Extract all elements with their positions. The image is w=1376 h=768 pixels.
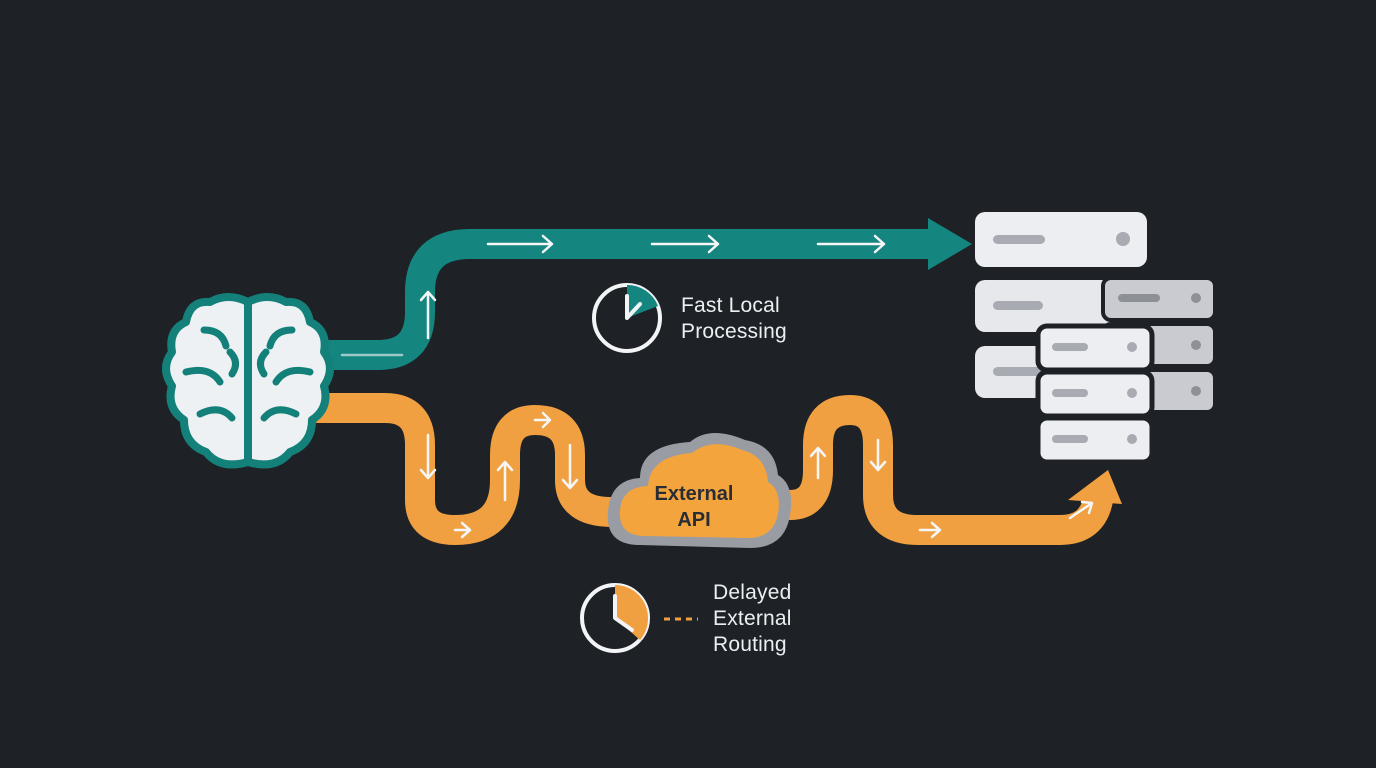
slow-label-line-3: Routing	[713, 633, 787, 656]
slow-clock-icon	[580, 583, 698, 653]
server-stack-icon	[975, 212, 1217, 465]
slow-path-arrowhead	[1068, 470, 1122, 504]
fast-clock-icon	[592, 283, 662, 353]
slow-label-line-2: External	[713, 607, 792, 630]
slow-path-direction-arrows	[419, 411, 1094, 539]
external-api-line-2: API	[677, 509, 711, 531]
slow-label-line-1: Delayed	[713, 581, 792, 604]
external-api-cloud	[607, 432, 792, 548]
external-api-label: External API	[624, 481, 764, 533]
fast-label-line-1: Fast Local	[681, 294, 780, 317]
slow-path	[303, 393, 1122, 545]
brain-icon	[162, 293, 334, 469]
fast-path-arrowhead	[928, 218, 972, 270]
fast-path-direction-arrows	[340, 234, 886, 357]
server-stack-front	[1035, 323, 1155, 465]
fast-label-line-2: Processing	[681, 320, 787, 343]
external-api-line-1: External	[654, 483, 734, 505]
fast-processing-label: Fast Local Processing	[681, 293, 787, 345]
fast-path	[318, 218, 972, 370]
delayed-routing-label: Delayed External Routing	[713, 580, 792, 658]
